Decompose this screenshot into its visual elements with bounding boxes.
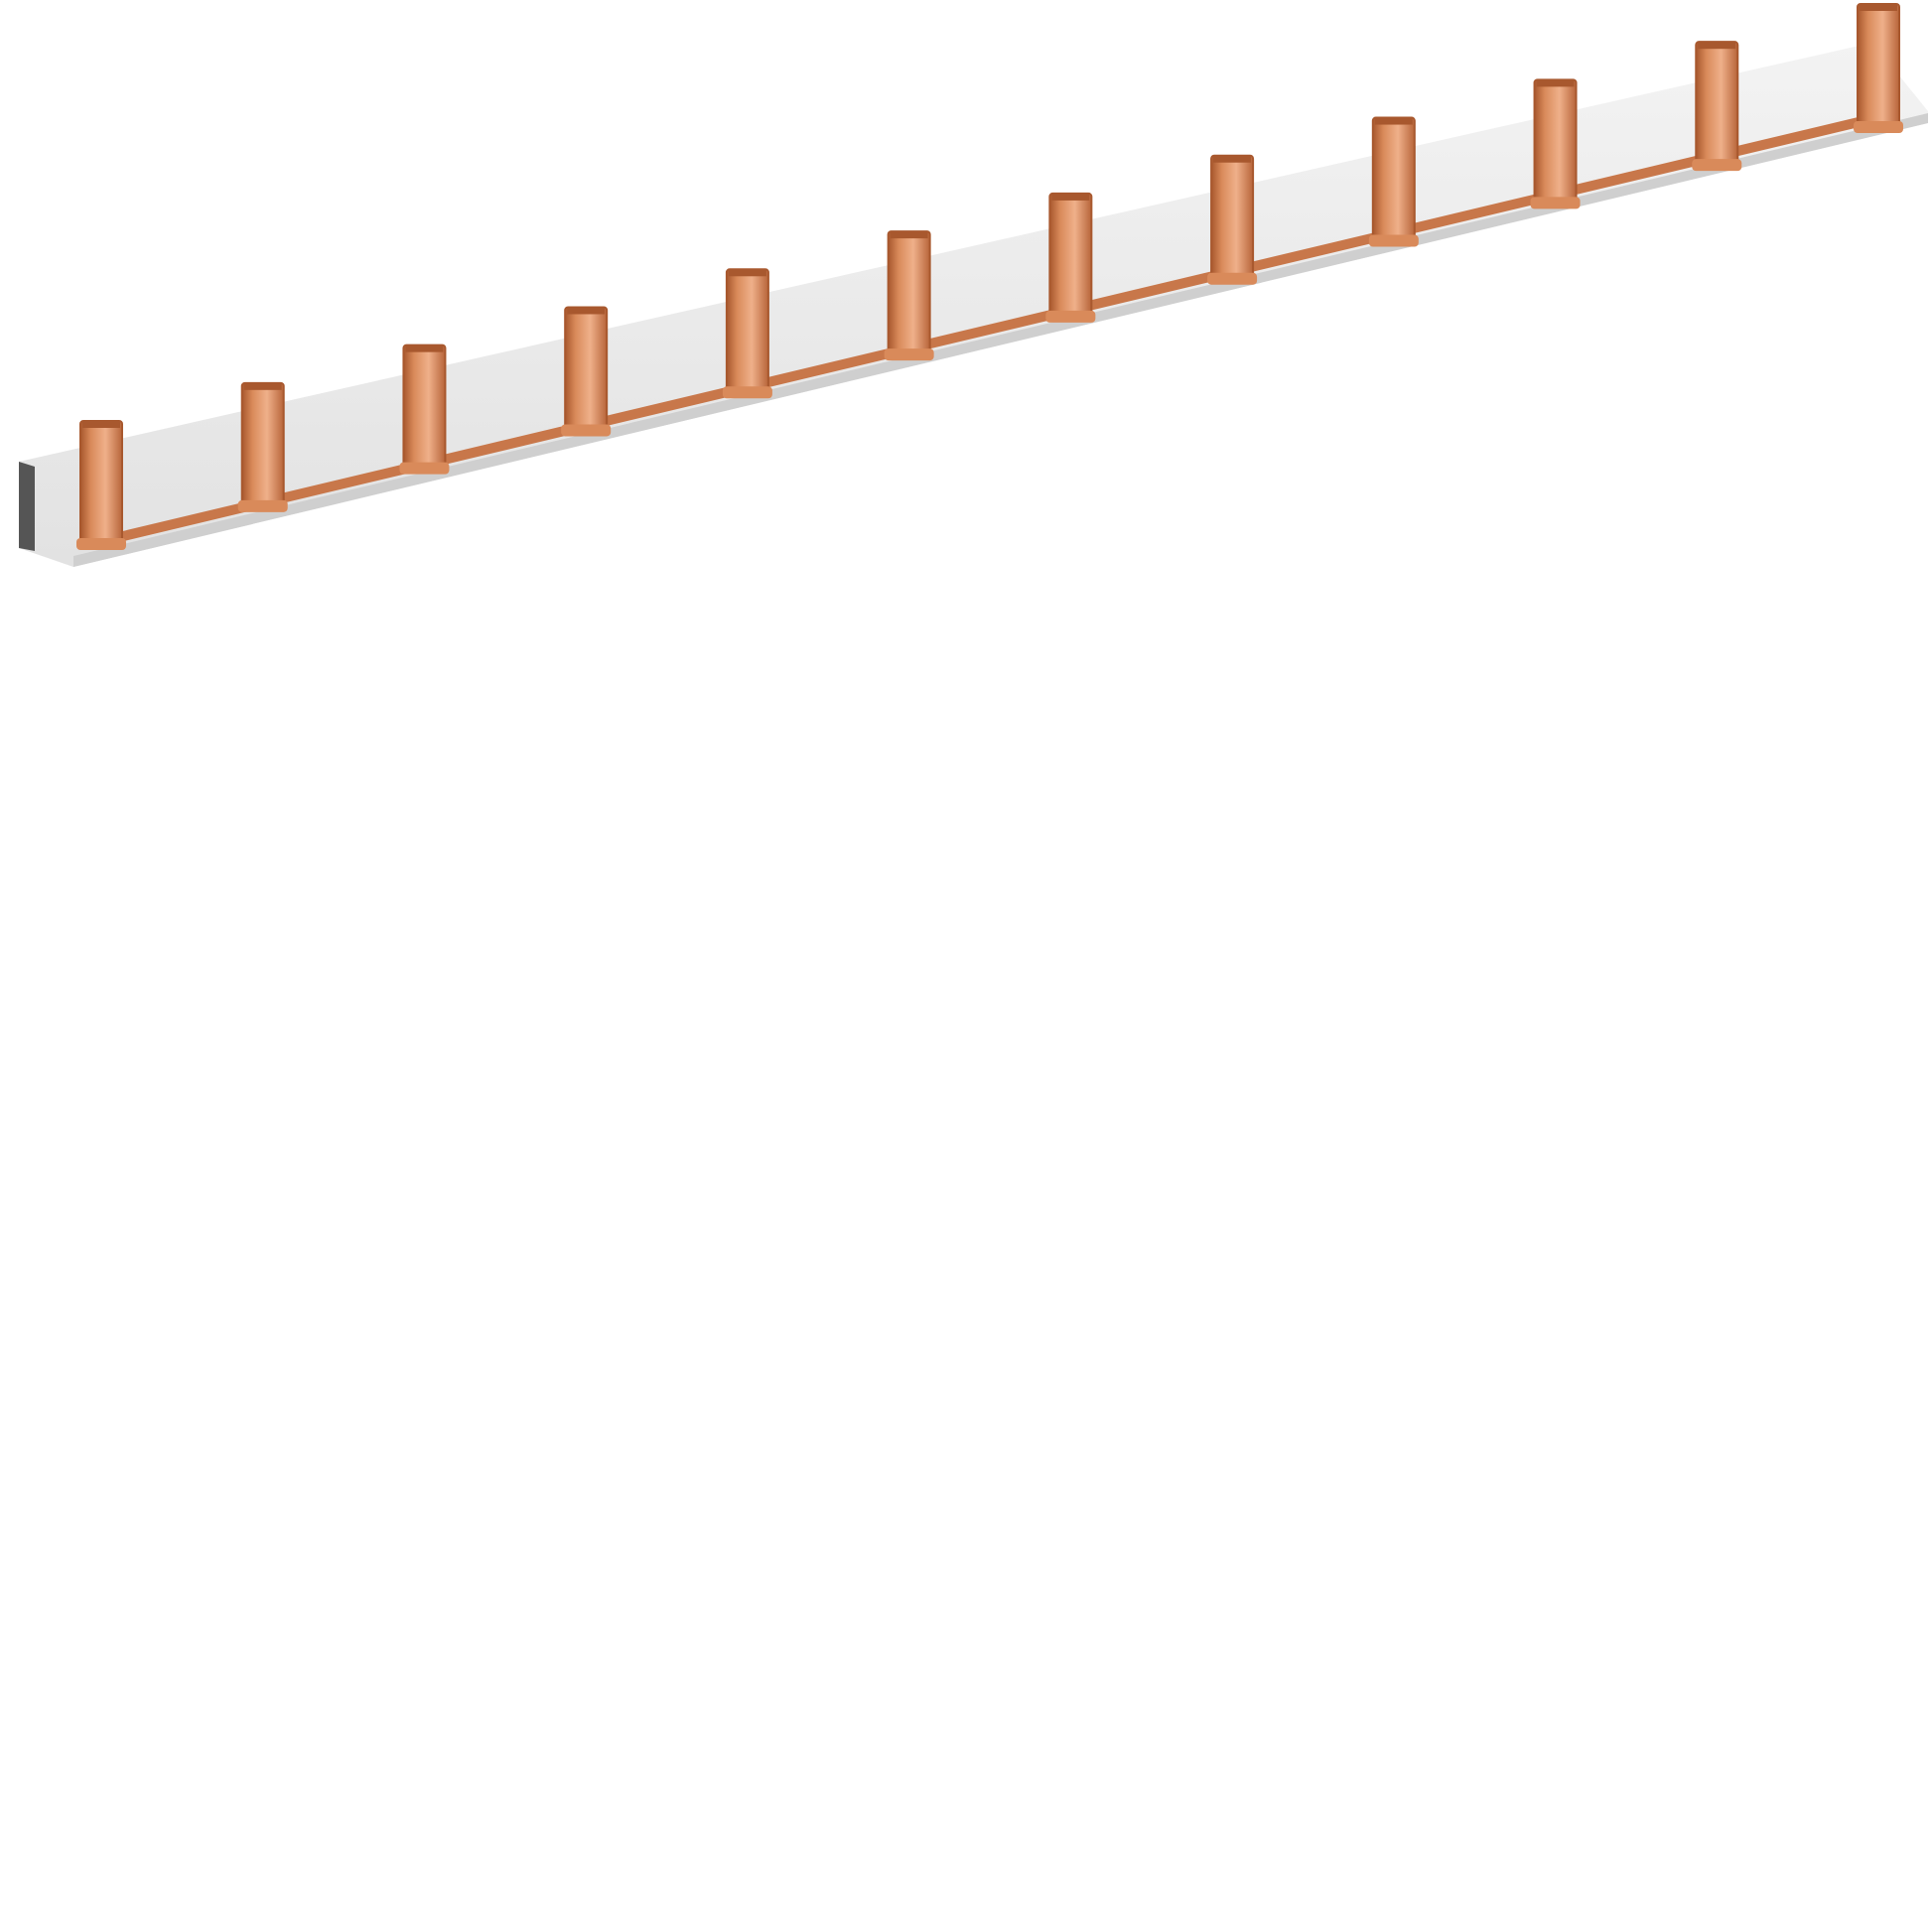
copper-pin	[1045, 192, 1096, 323]
copper-pin	[1530, 78, 1581, 209]
copper-pin	[237, 381, 288, 512]
insulation-strip	[19, 43, 1928, 567]
copper-pin	[561, 306, 612, 437]
copper-pin	[884, 230, 934, 361]
copper-pin	[1207, 154, 1258, 285]
copper-rail	[96, 112, 1881, 547]
copper-pin	[722, 268, 772, 399]
copper-pin	[1368, 116, 1419, 247]
copper-pin	[1692, 41, 1742, 172]
copper-pin	[76, 420, 126, 550]
copper-pins	[76, 3, 1903, 550]
copper-pin	[1854, 3, 1903, 133]
copper-pin	[399, 344, 450, 475]
